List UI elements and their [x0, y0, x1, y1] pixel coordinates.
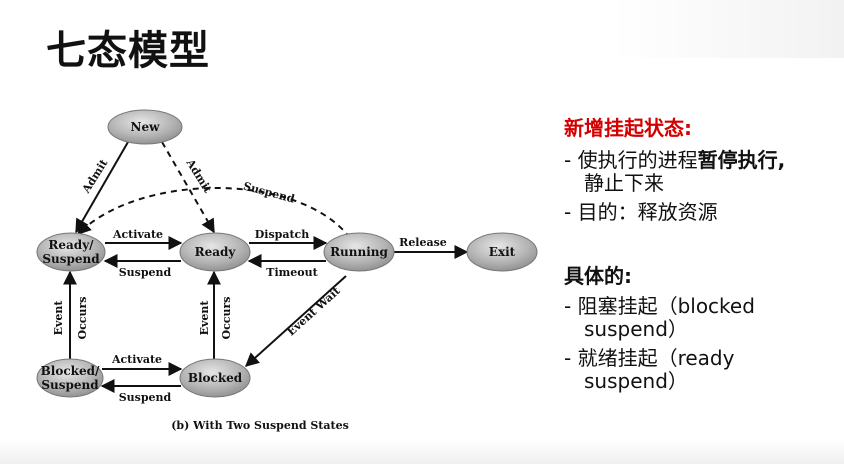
node-blocked: Blocked — [179, 358, 251, 398]
label-timeout: Timeout — [266, 266, 318, 279]
label-admit-left: Admit — [79, 156, 111, 196]
heading-new-suspend-states: 新增挂起状态: — [564, 116, 692, 140]
diagram-caption: (b) With Two Suspend States — [171, 419, 349, 432]
label-activate-bottom: Activate — [111, 353, 162, 366]
bullet-blocked-line2: suspend） — [584, 317, 688, 341]
label-activate-top: Activate — [112, 228, 163, 241]
svg-text:Blocked/: Blocked/ — [41, 364, 100, 378]
edge-event-wait — [244, 275, 347, 367]
node-blocked-suspend: Blocked/ Suspend — [36, 358, 104, 398]
heading-specific: 具体的: — [564, 264, 632, 288]
bullet-blocked-line1: - 阻塞挂起（blocked — [564, 294, 755, 318]
svg-text:Blocked: Blocked — [188, 371, 243, 385]
diagram-edges — [63, 141, 469, 393]
bullet-pause-prefix: - 使执行的进程 — [564, 148, 698, 172]
svg-text:Ready: Ready — [195, 245, 237, 259]
edge-suspend-arc — [77, 187, 351, 239]
svg-text:Ready/: Ready/ — [48, 238, 94, 252]
svg-text:Exit: Exit — [489, 245, 516, 259]
bullet-ready-line2: suspend） — [584, 369, 688, 393]
svg-text:Suspend: Suspend — [41, 378, 99, 392]
label-event-wait: Event Wait — [285, 284, 344, 339]
bottom-shade — [0, 440, 844, 464]
label-suspend-top: Suspend — [119, 266, 172, 279]
svg-text:Running: Running — [330, 245, 388, 259]
slide-title: 七态模型 — [46, 28, 210, 74]
label-dispatch: Dispatch — [255, 228, 310, 241]
label-suspend-bottom: Suspend — [119, 391, 172, 404]
label-event-occurs-left-1: Event — [52, 300, 65, 336]
bullet-ready-suspend: - 就绪挂起（ready suspend） — [564, 347, 834, 393]
bullet-pause-execution: - 使执行的进程暂停执行, 静止下来 — [564, 149, 834, 195]
svg-text:Suspend: Suspend — [42, 252, 100, 266]
node-new: New — [107, 109, 183, 145]
bullet-blocked-suspend: - 阻塞挂起（blocked suspend） — [564, 295, 834, 341]
node-ready-suspend: Ready/ Suspend — [36, 232, 106, 272]
bullet-ready-line1: - 就绪挂起（ready — [564, 346, 735, 370]
label-event-occurs-left-2: Occurs — [76, 297, 89, 340]
bullet-purpose: - 目的：释放资源 — [564, 200, 718, 224]
label-suspend-arc: Suspend — [242, 180, 296, 206]
bullet-pause-bold: 暂停执行, — [697, 148, 786, 172]
label-admit-right: Admit — [183, 156, 215, 196]
label-event-occurs-mid-1: Event — [198, 300, 211, 336]
node-ready: Ready — [179, 232, 251, 272]
right-panel: 新增挂起状态: - 使执行的进程暂停执行, 静止下来 - 目的：释放资源 具体的… — [564, 112, 834, 399]
top-right-shade — [612, 0, 844, 58]
node-exit: Exit — [466, 232, 538, 272]
label-release: Release — [399, 236, 447, 249]
node-running: Running — [323, 232, 395, 272]
edge-admit-left — [75, 141, 129, 234]
svg-text:New: New — [131, 120, 161, 134]
label-event-occurs-mid-2: Occurs — [220, 297, 233, 340]
bullet-pause-cont: 静止下来 — [584, 171, 664, 195]
